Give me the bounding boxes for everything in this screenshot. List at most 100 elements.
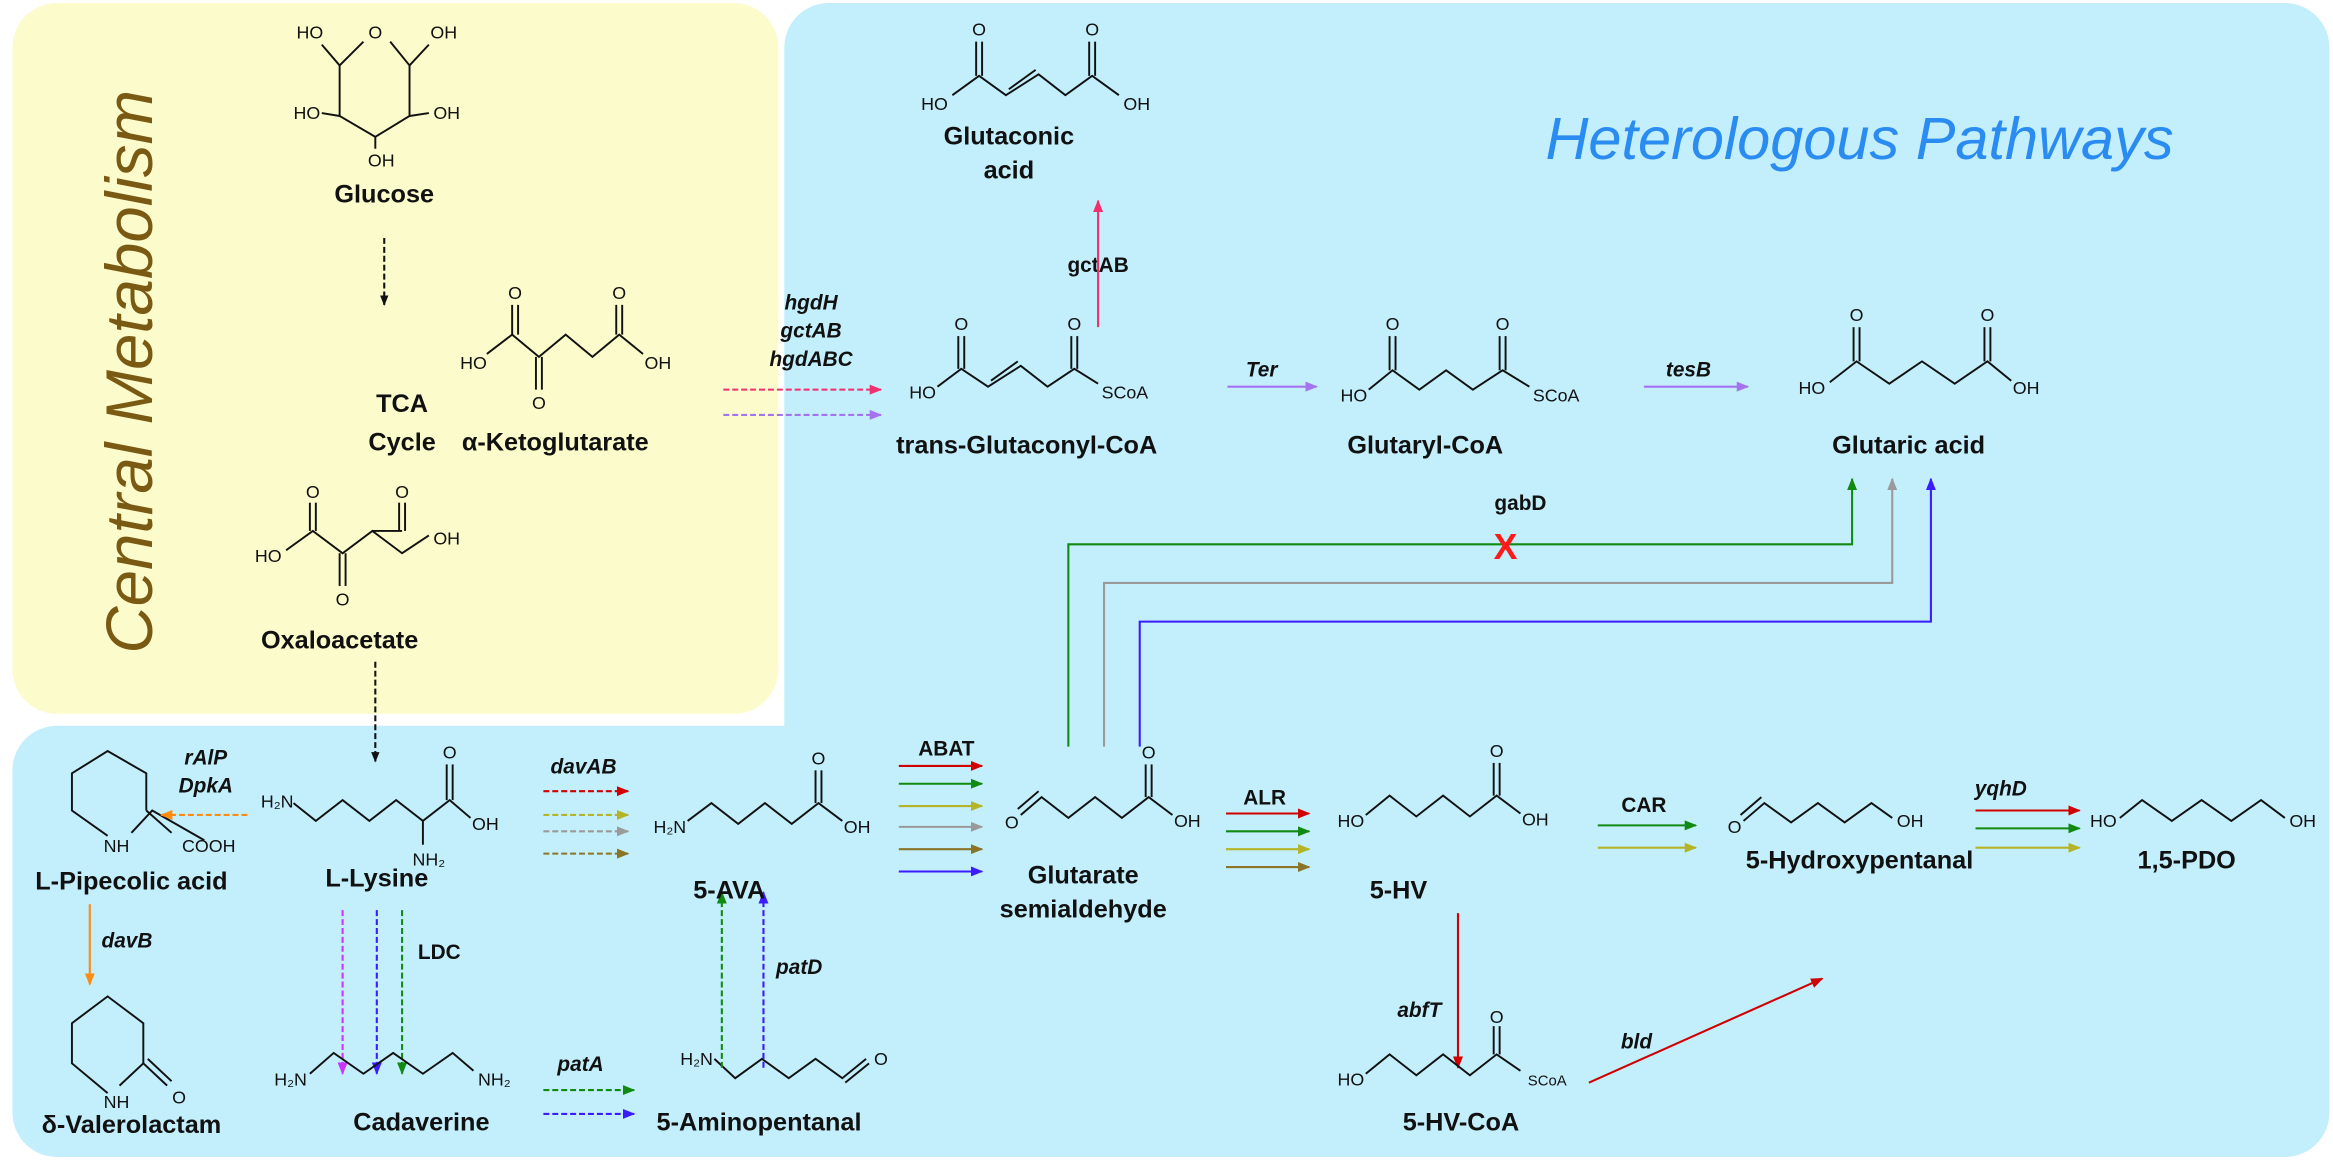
svg-text:O: O — [1386, 314, 1400, 334]
svg-text:NH: NH — [104, 1092, 130, 1112]
glutaryl-coa-label: Glutaryl-CoA — [1347, 432, 1503, 460]
svg-text:HO: HO — [1338, 1070, 1365, 1090]
svg-text:OH: OH — [844, 817, 871, 837]
enzyme-gctAB: gctAB — [779, 320, 841, 343]
glutarate-semialdehyde-label-line2: semialdehyde — [1000, 896, 1167, 924]
enzyme-CAR: CAR — [1621, 794, 1666, 817]
delta-valerolactam-structure: NH O — [70, 995, 186, 1112]
delta-valerolactam-label: δ-Valerolactam — [42, 1111, 222, 1139]
svg-text:OH: OH — [430, 23, 457, 43]
svg-text:OH: OH — [1123, 94, 1150, 114]
svg-text:HO: HO — [294, 103, 321, 123]
svg-text:HO: HO — [297, 23, 324, 43]
arrow-gabD-green — [1067, 477, 1858, 747]
svg-text:SCoA: SCoA — [1533, 386, 1580, 406]
heterologous-pathways-title: Heterologous Pathways — [1545, 105, 2173, 172]
svg-text:OH: OH — [433, 528, 460, 548]
svg-text:O: O — [336, 589, 350, 609]
enzyme-davB: davB — [102, 929, 153, 952]
5-hydroxypentanal-label: 5-Hydroxypentanal — [1746, 847, 1973, 875]
enzyme-bld: bld — [1621, 1030, 1653, 1053]
1-5-pdo-structure: HO OH — [2090, 798, 2316, 831]
l-pipecolic-acid-label: L-Pipecolic acid — [35, 867, 227, 895]
glutaconic-acid-label-line1: Glutaconic — [944, 122, 1075, 150]
svg-text:O: O — [306, 482, 320, 502]
svg-text:HO: HO — [909, 383, 936, 403]
l-pipecolic-acid-structure: NH COOH — [70, 749, 236, 856]
svg-text:OH: OH — [1897, 811, 1924, 831]
svg-text:NH₂: NH₂ — [413, 850, 446, 870]
enzyme-hgdH: hgdH — [784, 291, 838, 314]
svg-text:HO: HO — [2090, 811, 2117, 831]
svg-text:O: O — [1005, 812, 1019, 832]
arrow-gabD-blue — [1138, 477, 1936, 747]
5-aminopentanal-structure: H₂N O — [680, 1049, 888, 1084]
5-aminopentanal-label: 5-Aminopentanal — [657, 1108, 862, 1136]
svg-text:NH: NH — [104, 836, 130, 856]
enzyme-abfT: abfT — [1397, 999, 1443, 1022]
svg-text:OH: OH — [1522, 809, 1549, 829]
svg-text:O: O — [1490, 741, 1504, 761]
svg-text:H₂N: H₂N — [680, 1049, 713, 1069]
enzyme-rAlP: rAlP — [184, 746, 227, 769]
5-hydroxypentanal-structure: O OH — [1728, 796, 1924, 837]
glucose-label: Glucose — [334, 180, 434, 208]
trans-glutaconyl-coa-label: trans-Glutaconyl-CoA — [896, 432, 1157, 460]
svg-text:O: O — [612, 283, 626, 303]
alpha-ketoglutarate-label: α-Ketoglutarate — [462, 429, 649, 457]
enzyme-gabD: gabD — [1494, 492, 1546, 515]
central-metabolism-panel — [12, 2, 779, 714]
enzyme-davAB: davAB — [551, 755, 617, 778]
5-hv-structure: HO O OH — [1338, 741, 1549, 831]
svg-text:O: O — [954, 314, 968, 334]
gabD-knockout-mark: X — [1494, 527, 1518, 567]
svg-text:O: O — [1067, 314, 1081, 334]
svg-text:COOH: COOH — [182, 836, 235, 856]
tca-label-line2: Cycle — [368, 429, 435, 457]
arrow-bld — [1588, 977, 1824, 1084]
svg-text:H₂N: H₂N — [274, 1070, 307, 1090]
svg-text:HO: HO — [1341, 386, 1368, 406]
svg-text:O: O — [1490, 1007, 1504, 1027]
enzyme-patD: patD — [775, 956, 822, 979]
5-hv-coa-structure: HO O SCoA — [1338, 1007, 1567, 1089]
svg-text:OH: OH — [472, 814, 499, 834]
svg-text:O: O — [508, 283, 522, 303]
glutarate-semialdehyde-structure: O O OH — [1005, 742, 1201, 832]
5-hv-label: 5-HV — [1370, 876, 1428, 904]
l-lysine-label: L-Lysine — [325, 864, 428, 892]
svg-text:OH: OH — [645, 353, 672, 373]
enzyme-hgdABC: hgdABC — [769, 348, 853, 371]
enzyme-tesB: tesB — [1666, 358, 1711, 381]
svg-text:O: O — [1142, 742, 1156, 762]
svg-text:H₂N: H₂N — [261, 792, 294, 812]
enzyme-ALR: ALR — [1243, 787, 1286, 810]
svg-text:O: O — [443, 742, 457, 762]
central-metabolism-title: Central Metabolism — [93, 90, 166, 654]
glutaric-acid-structure: HO O O OH — [1799, 305, 2040, 398]
enzyme-yqhD: yqhD — [1974, 778, 2027, 801]
cadaverine-label: Cadaverine — [353, 1108, 489, 1136]
enzyme-ter: Ter — [1246, 358, 1280, 381]
cadaverine-structure: H₂N NH₂ — [274, 1051, 511, 1090]
glucose-structure: O HO OH HO OH OH — [294, 23, 461, 171]
5-ava-label: 5-AVA — [693, 876, 765, 904]
svg-text:O: O — [368, 23, 382, 43]
svg-text:O: O — [1728, 817, 1742, 837]
trans-glutaconyl-coa-structure: HO O O SCoA — [909, 314, 1148, 402]
5-hv-coa-label: 5-HV-CoA — [1403, 1108, 1520, 1136]
oxaloacetate-label: Oxaloacetate — [261, 626, 418, 654]
glutarate-semialdehyde-label-line1: Glutarate — [1028, 861, 1139, 889]
svg-text:O: O — [395, 482, 409, 502]
svg-text:H₂N: H₂N — [653, 817, 686, 837]
svg-text:O: O — [972, 20, 986, 40]
enzyme-ABAT: ABAT — [918, 737, 975, 760]
glutaric-acid-label: Glutaric acid — [1832, 432, 1985, 460]
svg-text:O: O — [1085, 20, 1099, 40]
oxaloacetate-structure: HO O O O OH — [255, 482, 460, 609]
svg-text:HO: HO — [255, 546, 282, 566]
svg-text:SCoA: SCoA — [1102, 383, 1149, 403]
5-ava-structure: H₂N O OH — [653, 748, 870, 836]
svg-text:O: O — [172, 1087, 186, 1107]
